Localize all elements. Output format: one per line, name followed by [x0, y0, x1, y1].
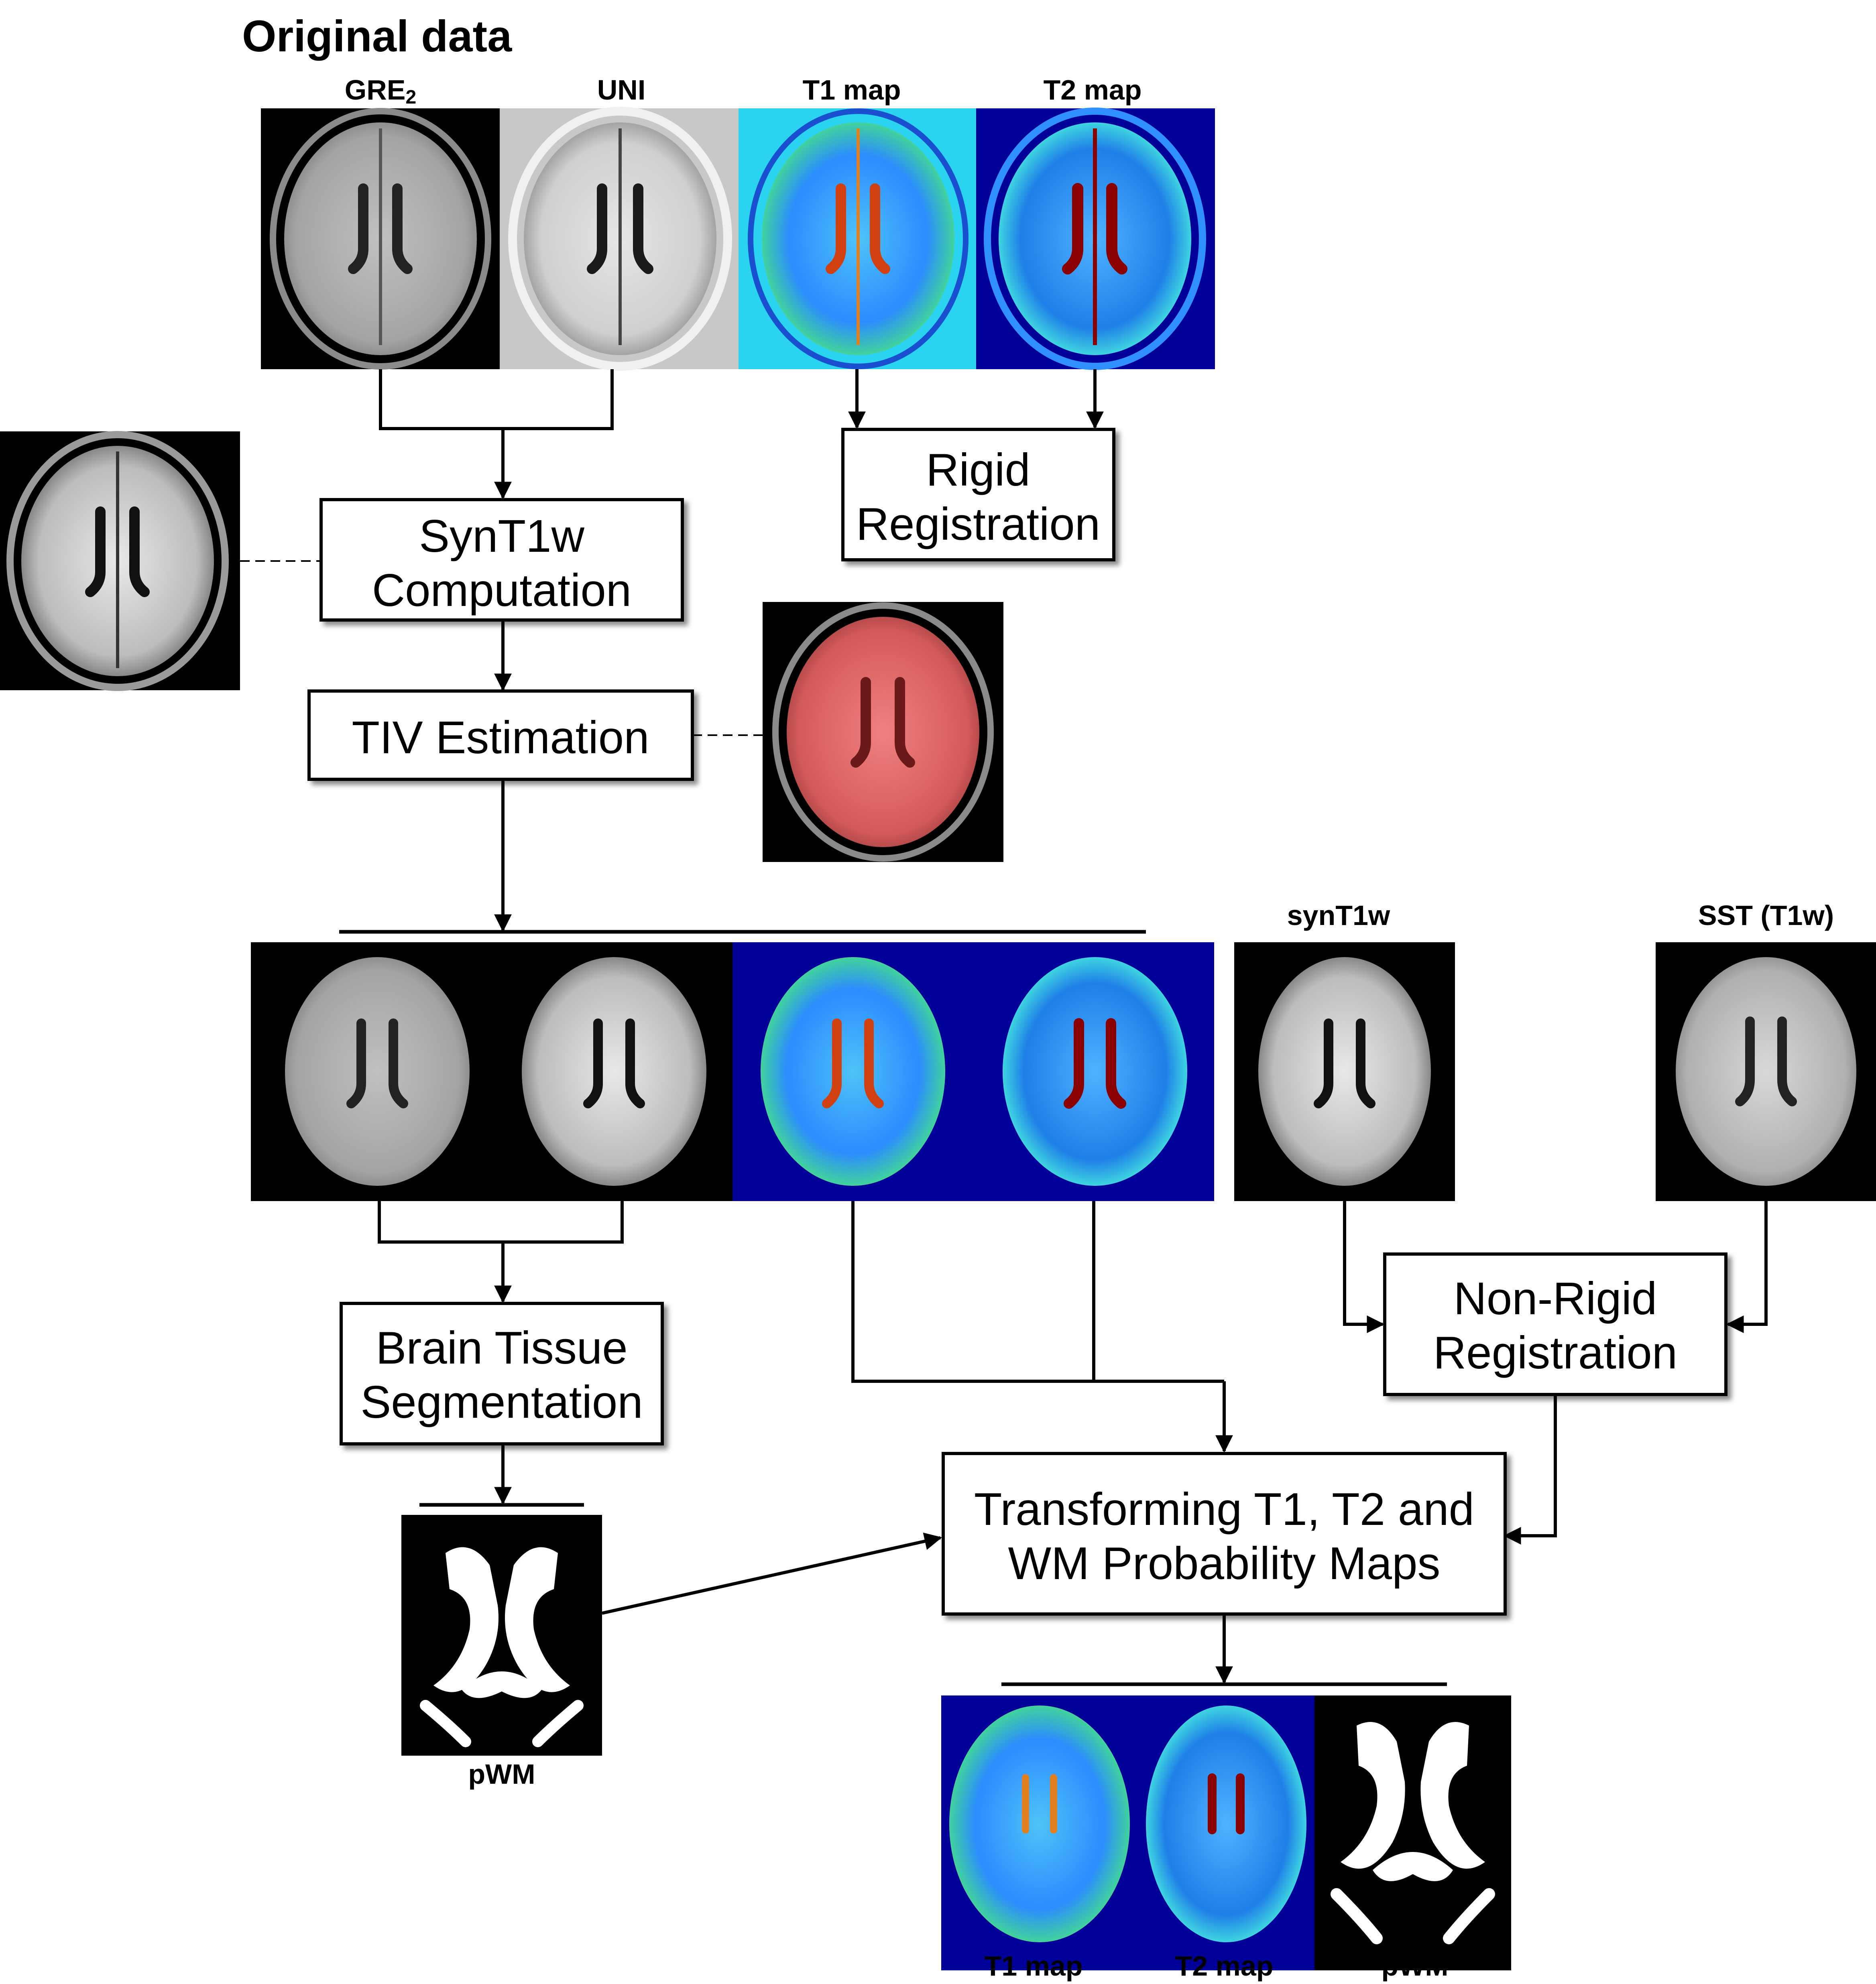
svg-text:Computation: Computation [372, 565, 631, 616]
svg-text:TIV Estimation: TIV Estimation [352, 712, 649, 763]
svg-text:SynT1w: SynT1w [419, 511, 584, 562]
image-label-sst: SST (T1w) [1698, 900, 1834, 931]
image-label-t1-map: T1 map [802, 74, 901, 106]
image-label-output-t2-map: T2 map [1175, 1950, 1273, 1982]
svg-text:Transforming T1, T2 and: Transforming T1, T2 and [974, 1484, 1474, 1535]
brain-scan-image-ref-synt1w [1234, 942, 1455, 1201]
non-rigid-registration-box: Non-Rigid Registration [1383, 1252, 1727, 1396]
brain-scan-image-uni [500, 107, 739, 371]
svg-text:Segmentation: Segmentation [360, 1377, 643, 1428]
image-label-output-t1-map: T1 map [984, 1950, 1082, 1982]
image-label-gre2: GRE2 [345, 74, 416, 108]
brain-scan-image-sst [1656, 942, 1876, 1201]
svg-text:WM Probability Maps: WM Probability Maps [1008, 1538, 1441, 1589]
brain-scan-image-registered-synt1w [492, 942, 732, 1201]
brain-scan-image-pwm [401, 1515, 602, 1756]
brain-scan-image-output-t2-map [1138, 1695, 1314, 1970]
svg-text:Rigid: Rigid [926, 445, 1030, 496]
arrow-synt1w-to-nonrigid [1343, 1201, 1385, 1333]
svg-text:Registration: Registration [1433, 1327, 1677, 1378]
brain-tissue-segmentation-box: Brain Tissue Segmentation [340, 1302, 664, 1445]
synt1w-computation-box: SynT1w Computation [319, 498, 684, 622]
image-label-t2-map: T2 map [1043, 74, 1141, 106]
image-label-uni: UNI [597, 74, 646, 106]
arrow-nonrigid-to-transforming [1503, 1394, 1557, 1545]
svg-text:Registration: Registration [856, 499, 1100, 550]
arrow-sst-to-nonrigid [1726, 1201, 1768, 1333]
brain-scan-image-output-pwm [1314, 1695, 1511, 1970]
transforming-maps-box: Transforming T1, T2 and WM Probability M… [942, 1452, 1507, 1616]
brain-scan-image-t1-map [739, 108, 977, 369]
connector-maps [851, 1201, 1224, 1383]
brain-scan-image-registered-t2-map [973, 942, 1214, 1201]
brain-scan-image-t2-map [976, 108, 1215, 370]
connector-registered-pair [378, 1201, 624, 1244]
brain-scan-image-synt1w-side [0, 431, 240, 691]
brain-scan-image-registered-gre2 [251, 942, 492, 1201]
connector-gre2-uni [379, 369, 614, 430]
brain-scan-image-registered-t1-map [732, 942, 973, 1201]
image-label-output-pwm: pWM [1381, 1950, 1448, 1982]
brain-scan-image-tiv [763, 602, 1003, 862]
heading: Original data [242, 12, 512, 61]
image-label-pwm: pWM [468, 1758, 535, 1790]
svg-text:Non-Rigid: Non-Rigid [1454, 1273, 1657, 1324]
brain-scan-image-output-t1-map [941, 1695, 1138, 1970]
brain-scan-image-gre2 [261, 108, 500, 370]
arrow-pwm-to-transforming [602, 1533, 942, 1615]
svg-text:Brain Tissue: Brain Tissue [376, 1323, 627, 1374]
rigid-registration-box: Rigid Registration [841, 428, 1115, 561]
tiv-estimation-box: TIV Estimation [307, 689, 694, 781]
image-label-synt1w: synT1w [1287, 900, 1390, 931]
